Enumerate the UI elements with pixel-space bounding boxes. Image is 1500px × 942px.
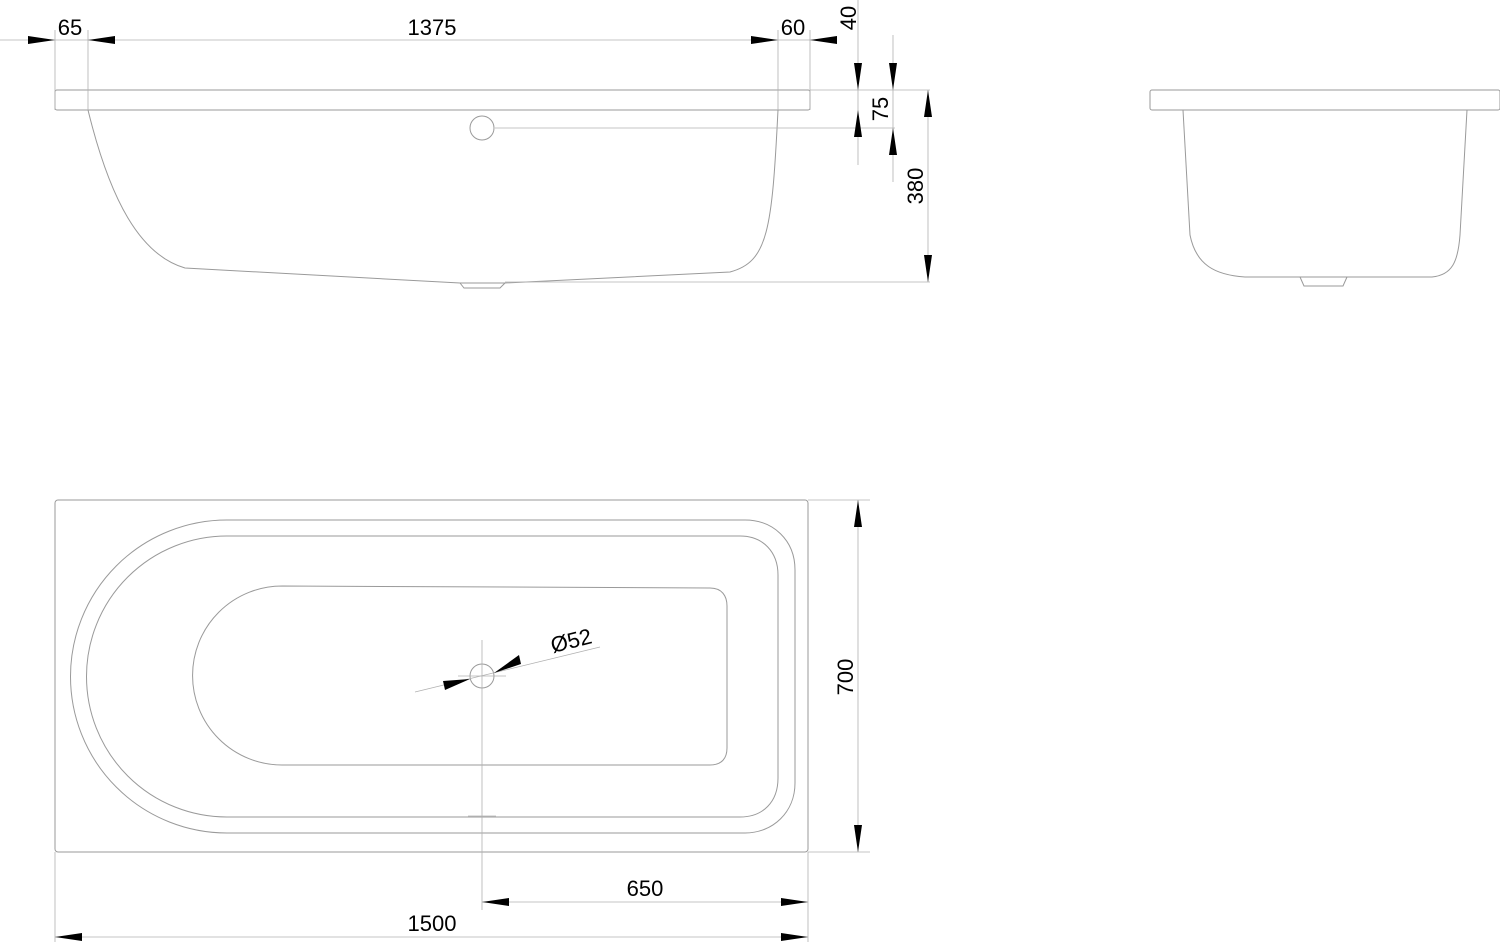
dim-left-rim: 65	[58, 15, 82, 40]
side-rim	[54, 89, 811, 111]
basin-floor	[192, 585, 728, 766]
dim-drain-offset: 650	[627, 876, 664, 901]
dim-width: 700	[833, 659, 858, 696]
side-view: 65 1375 60 40 75 380	[0, 0, 932, 289]
top-view: Ø52 700 650 1500	[54, 499, 870, 942]
side-drain	[459, 282, 506, 289]
dim-depth: 380	[903, 168, 928, 205]
end-view	[1149, 89, 1500, 287]
basin-edge	[86, 535, 779, 818]
dim-length: 1500	[408, 911, 457, 936]
side-body	[87, 109, 779, 284]
inner-rim	[70, 519, 796, 834]
dim-inner-length: 1375	[408, 15, 457, 40]
dim-drain-diameter: Ø52	[548, 624, 594, 658]
top-outline	[54, 499, 809, 853]
arrow	[28, 36, 55, 44]
dim-overflow-height: 75	[868, 97, 893, 121]
dim-rim-height: 40	[836, 6, 861, 30]
dim-right-rim: 60	[781, 15, 805, 40]
overflow-circle	[469, 115, 495, 141]
